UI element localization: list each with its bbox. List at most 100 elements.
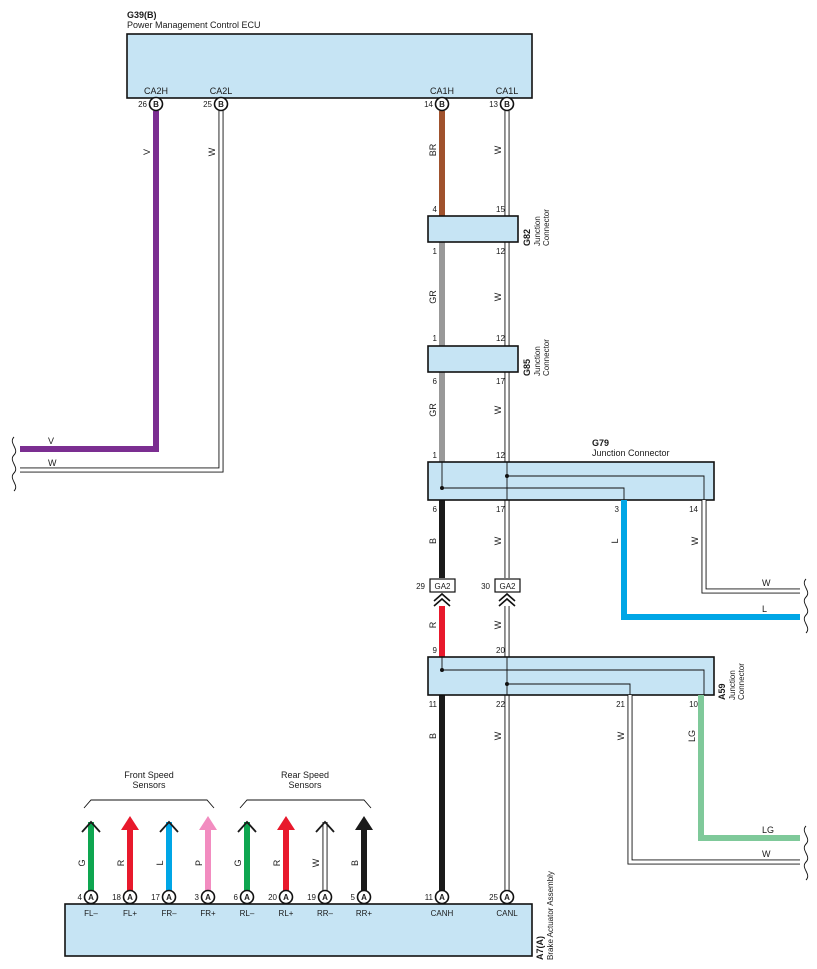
wire-label-l: L	[610, 538, 620, 543]
ecu-pin-25-circle	[213, 96, 229, 112]
ecu-box	[126, 33, 533, 99]
ecu-pin-13-circle	[499, 96, 515, 112]
a59-pin-b2: 22	[496, 700, 505, 709]
a59-line1: Junction	[728, 670, 737, 700]
g85-line1: Junction	[533, 346, 542, 376]
sensor-wire-label-7: W	[311, 858, 321, 867]
ecu-pin-13-number: 13	[489, 100, 498, 109]
brake-name: Brake Actuator Assembly	[546, 871, 555, 960]
bottom-pin-25-label: CANL	[496, 909, 518, 918]
g85-line2: Connector	[542, 339, 551, 376]
bottom-pin-17-label: FR–	[161, 909, 177, 918]
bottom-pin-17-circle	[161, 889, 177, 905]
bottom-pin-17-conn: A	[166, 893, 172, 902]
g79-pin-b2: 17	[496, 505, 505, 514]
bottom-pin-20-label: RL+	[279, 909, 294, 918]
ga2-right-label: GA2	[499, 582, 516, 591]
exit-label-w: W	[48, 458, 57, 468]
wire-label-b-1: B	[428, 538, 438, 544]
sensor-wires	[81, 816, 373, 891]
bottom-pin-18-number: 18	[112, 893, 121, 902]
front-group-brace	[83, 799, 215, 809]
bottom-pin-11-conn: A	[439, 893, 445, 902]
exit-label-v: V	[48, 436, 54, 446]
g82-pin-tl: 4	[433, 205, 438, 214]
g82-pin-br: 12	[496, 247, 505, 256]
bottom-pin-4-circle	[83, 889, 99, 905]
ecu-pin-25-number: 25	[203, 100, 212, 109]
bottom-pin-19-conn: A	[322, 893, 328, 902]
sensor-wire-label-2: R	[116, 859, 126, 866]
wire-label-b-2: B	[428, 733, 438, 739]
bottom-pin-4-number: 4	[78, 893, 83, 902]
wire-label-br: BR	[428, 143, 438, 156]
a59-pin-b3: 21	[616, 700, 625, 709]
wire-label-w-ca1l: W	[493, 145, 503, 154]
wire-label-v: V	[142, 149, 152, 155]
ecu-pin-13-conn: B	[504, 100, 510, 109]
break-mark-a59	[803, 825, 809, 881]
wire-lg-a59	[698, 695, 800, 841]
g82-line1: Junction	[533, 216, 542, 246]
g79-pin-b1: 6	[433, 505, 438, 514]
wire-label-gr-2: GR	[428, 403, 438, 417]
a59-code: A59	[717, 683, 727, 700]
g85-pin-tl: 1	[433, 334, 438, 343]
g79-pin-b4: 14	[689, 505, 698, 514]
bottom-pin-18-conn: A	[127, 893, 133, 902]
rear-group-brace	[239, 799, 372, 809]
wire-l-g79	[621, 500, 800, 620]
bottom-pin-25-circle	[499, 889, 515, 905]
bottom-pin-4-conn: A	[88, 893, 94, 902]
bottom-pin-17-number: 17	[151, 893, 160, 902]
bottom-pin-25-number: 25	[489, 893, 498, 902]
ga2-right: 30 GA2	[481, 578, 521, 607]
g85-pin-tr: 12	[496, 334, 505, 343]
wire-label-gr-1: GR	[428, 290, 438, 304]
bottom-pin-25-conn: A	[504, 893, 510, 902]
sensor-wire-label-5: G	[233, 859, 243, 866]
wire-label-w-4: W	[493, 620, 503, 629]
g79-pin-tr: 12	[496, 451, 505, 460]
wire-w-ca2l-inner	[20, 111, 223, 472]
g85-pin-bl: 6	[433, 377, 438, 386]
g85-pin-br: 17	[496, 377, 505, 386]
bottom-pin-5-circle	[356, 889, 372, 905]
bottom-pin-6-label: RL–	[240, 909, 255, 918]
bottom-pin-5-number: 5	[351, 893, 356, 902]
break-mark-left	[11, 436, 17, 492]
sensor-wire-label-3: L	[155, 860, 165, 865]
bottom-pin-18-label: FL+	[123, 909, 137, 918]
sensor-wire-label-6: R	[272, 859, 282, 866]
bottom-pin-11-label: CANH	[431, 909, 454, 918]
front-group-line1: Front Speed	[124, 770, 174, 780]
bottom-pin-6-number: 6	[234, 893, 239, 902]
a59-internal-lines	[440, 657, 705, 695]
g79-pin-b3: 3	[615, 505, 620, 514]
wire-label-w-a59: W	[616, 731, 626, 740]
break-mark-g79	[803, 578, 809, 634]
ecu-pin-14-conn: B	[439, 100, 445, 109]
a59-pin-tl: 9	[433, 646, 438, 655]
g85-code: G85	[522, 359, 532, 376]
sensor-wire-label-1: G	[77, 859, 87, 866]
g82-code: G82	[522, 229, 532, 246]
bottom-pin-4-label: FL–	[84, 909, 98, 918]
rear-group-line1: Rear Speed	[281, 770, 329, 780]
ecu-pin-label-ca2l: CA2L	[210, 86, 233, 96]
ecu-pin-14-number: 14	[424, 100, 433, 109]
rear-group-line2: Sensors	[288, 780, 322, 790]
wire-label-r: R	[428, 621, 438, 628]
ecu-pin-label-ca1h: CA1H	[430, 86, 454, 96]
bottom-pin-6-circle	[239, 889, 255, 905]
wire-w-a59	[627, 695, 800, 865]
g79-internal-lines	[440, 462, 705, 500]
g79-box	[427, 461, 715, 501]
bottom-pin-6-conn: A	[244, 893, 250, 902]
sensor-wire-label-8: B	[350, 860, 360, 866]
wire-w-ca2l-outer	[20, 111, 224, 473]
wire-label-w-g79: W	[690, 536, 700, 545]
wire-label-w-5: W	[493, 731, 503, 740]
exit-label-g79-l: L	[762, 604, 767, 614]
